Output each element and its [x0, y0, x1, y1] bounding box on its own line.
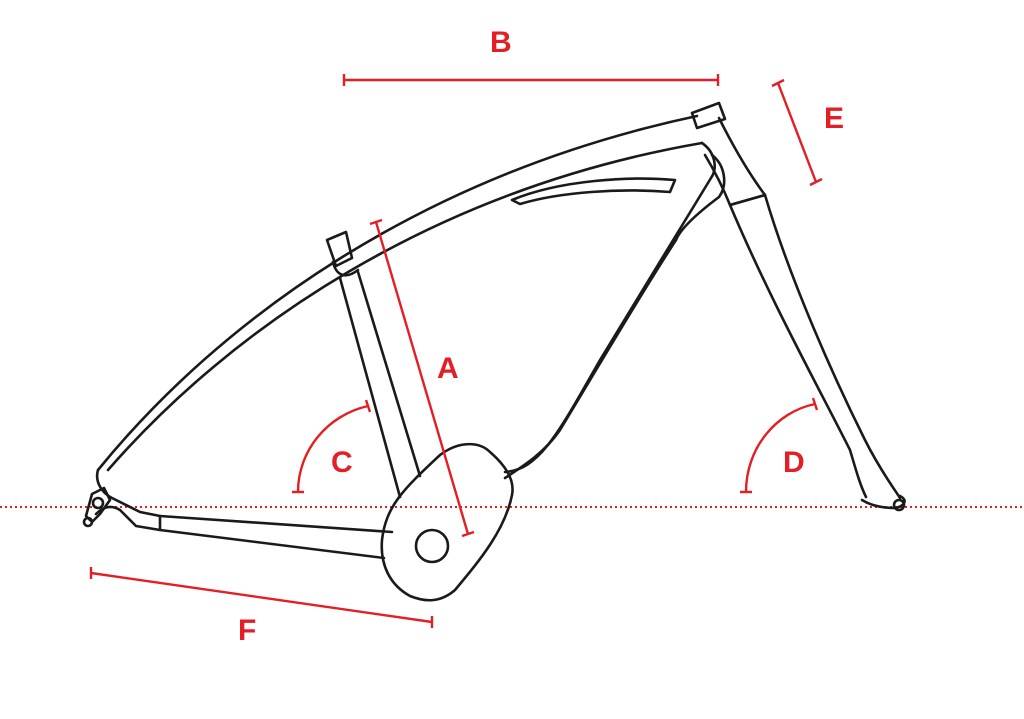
fork-dropout: [860, 494, 906, 510]
dropout-plate: [84, 486, 112, 524]
label-f: F: [238, 614, 256, 647]
label-c: C: [331, 446, 353, 479]
down-tube-lower: [503, 153, 726, 480]
fork-left-leg: [728, 203, 868, 499]
seat-tube-inner: [356, 270, 422, 478]
label-a: A: [437, 352, 459, 385]
bottom-bracket: [414, 528, 450, 564]
seat-tube: [338, 276, 402, 499]
dimension-c: [292, 399, 372, 494]
dimension-f: [89, 567, 434, 628]
seat-collar-joint: [331, 260, 360, 277]
axle-hole: [91, 496, 105, 510]
derailleur-hanger-hole: [82, 516, 94, 528]
cross-brace: [510, 177, 677, 206]
label-d: D: [783, 446, 805, 479]
dimension-markers: [89, 74, 823, 628]
bike-frame: [82, 101, 906, 602]
dimension-e: [771, 78, 823, 187]
head-tube-cap: [690, 101, 727, 130]
dimension-d: [740, 397, 819, 494]
top-tube: [96, 114, 699, 472]
dimension-labels: A B C D E F: [238, 26, 844, 647]
dimension-b: [342, 74, 720, 86]
fork-axle: [892, 498, 906, 512]
rear-dropout: [94, 468, 162, 532]
label-b: B: [490, 26, 512, 59]
label-e: E: [824, 102, 844, 135]
dimension-a: [369, 218, 475, 538]
chain-stay-upper: [158, 514, 394, 534]
fork-crown: [728, 193, 767, 207]
fork-right-leg: [763, 193, 902, 500]
chain-stay-lower: [158, 528, 386, 560]
top-tube-inner: [106, 141, 704, 472]
motor-housing: [380, 442, 514, 602]
seat-post-collar: [325, 230, 354, 268]
